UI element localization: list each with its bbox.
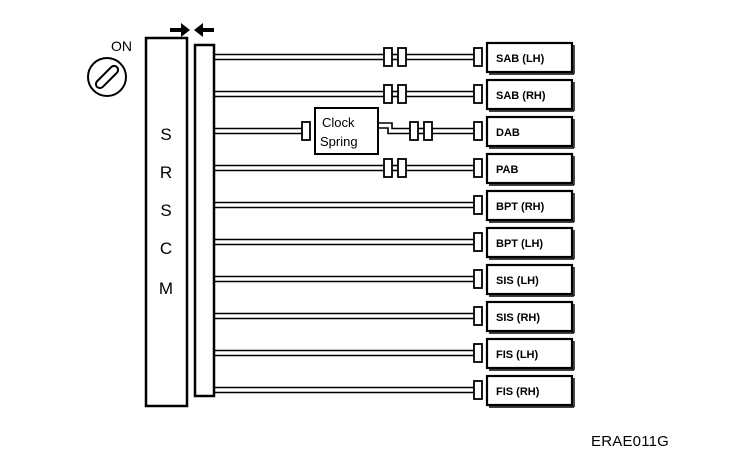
harness-row: SIS (RH) xyxy=(485,300,575,334)
component-label: FIS (LH) xyxy=(496,349,538,361)
harness-connector xyxy=(193,43,216,398)
harness-row: SIS (LH) xyxy=(485,263,575,297)
module-letter: S xyxy=(160,125,171,144)
component-box xyxy=(485,374,574,407)
component-box xyxy=(485,226,574,259)
component-label: SAB (LH) xyxy=(496,53,545,65)
harness-row: SAB (LH) xyxy=(485,41,575,75)
component-box xyxy=(485,189,574,222)
component-label: SAB (RH) xyxy=(496,90,546,102)
component-label: DAB xyxy=(496,127,520,139)
ignition-on-label: ON xyxy=(111,38,132,54)
module-letter: M xyxy=(159,279,173,298)
component-label: SIS (LH) xyxy=(496,275,539,287)
component-box xyxy=(485,152,574,185)
ignition-key-icon xyxy=(87,57,127,97)
figure-code: ERAE011G xyxy=(591,433,670,450)
component-label: BPT (RH) xyxy=(496,201,545,213)
component-box xyxy=(485,41,574,74)
component-box xyxy=(485,300,574,333)
srscm-module xyxy=(144,36,189,408)
harness-row: FIS (LH) xyxy=(485,337,575,371)
component-box xyxy=(485,337,574,370)
component-box xyxy=(485,115,574,148)
harness-row: DAB xyxy=(485,115,575,149)
module-letter: R xyxy=(160,163,172,182)
component-label: BPT (LH) xyxy=(496,238,543,250)
harness-row: FIS (RH) xyxy=(485,374,575,408)
harness-row: SAB (RH) xyxy=(485,78,575,112)
module-letter: S xyxy=(160,201,171,220)
component-label: FIS (RH) xyxy=(496,386,540,398)
clock-spring-block xyxy=(314,107,379,155)
component-label: PAB xyxy=(496,164,518,176)
component-box xyxy=(485,78,574,111)
harness-row: BPT (RH) xyxy=(485,189,575,223)
harness-row: PAB xyxy=(485,152,575,186)
connector-arrows-icon xyxy=(170,23,214,37)
clock-spring-label-line2: Spring xyxy=(320,134,358,149)
clock-spring-label-line1: Clock xyxy=(322,115,355,130)
module-letter: C xyxy=(160,239,172,258)
harness-row: BPT (LH) xyxy=(485,226,575,260)
component-label: SIS (RH) xyxy=(496,312,540,324)
component-box xyxy=(485,263,574,296)
